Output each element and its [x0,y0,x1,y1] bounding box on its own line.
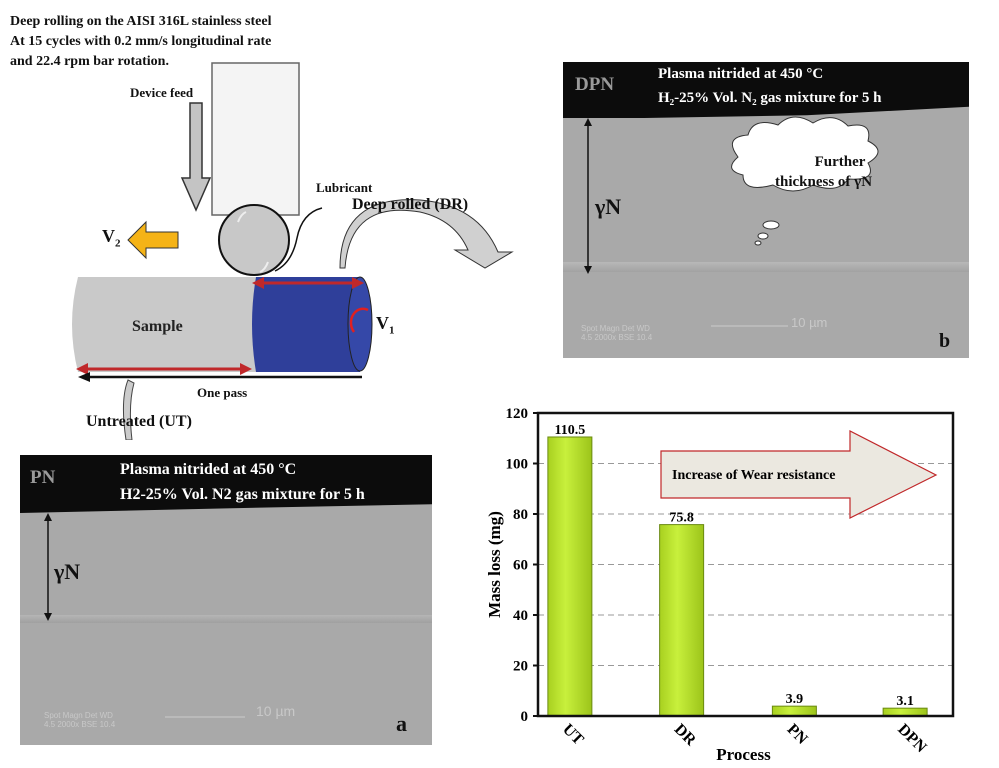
gamma-label: γN [54,559,81,584]
untreated-label: Untreated (UT) [86,413,192,430]
v2-label: V2 [102,226,121,250]
wear-resistance-arrow [660,430,938,519]
v1-rotation-arrow [349,307,369,333]
sample-label: Sample [132,318,183,335]
bar-pn [771,705,817,717]
process-line-1: Plasma nitrided at 450 °C [120,461,297,478]
bar-dr [659,524,705,717]
wear-resistance-label: Increase of Wear resistance [672,468,835,483]
layer-boundary [563,262,969,272]
untreated-arrow [122,379,135,440]
scale-label: 10 µm [791,315,828,330]
process-line-2: H₂-25% Vol. N₂ gas mixture for 5 h [658,90,882,106]
process-description: Deep rolling on the AISI 316L stainless … [10,12,272,72]
sample-rolled-section [252,277,366,372]
process-line-2: H2-25% Vol. N2 gas mixture for 5 h [120,486,365,503]
y-tick-label: 0 [521,709,529,725]
scale-label: 10 µm [256,703,296,719]
device-feed-label: Device feed [130,85,194,100]
y-axis-label: Mass loss (mg) [485,511,504,618]
layer-boundary [20,615,432,623]
x-tick-label: DPN [894,721,930,757]
roller [218,204,290,276]
x-axis-label: Process [716,745,771,764]
plot-frame [536,411,955,718]
y-tick-label: 20 [513,659,528,675]
bar-ut [547,436,593,717]
y-tick-label: 40 [513,608,528,624]
deep-rolling-schematic [72,62,514,440]
nitrided-layer-top [20,455,432,513]
panel-label: a [396,711,407,736]
description-line: At 15 cycles with 0.2 mm/s longitudinal … [10,34,272,49]
x-tick-label: DR [671,721,700,750]
y-tick-label: 60 [513,558,528,574]
v1-label: V1 [376,313,395,337]
description-line: Deep rolling on the AISI 316L stainless … [10,14,272,29]
nitrided-layer-top [563,62,969,118]
y-tick-label: 100 [506,457,529,473]
data-label: 3.1 [896,694,914,709]
device-feed-arrow [180,102,212,212]
cloud-line-2: thickness of γN [775,174,873,190]
gamma-label: γN [595,194,622,219]
panel-label: b [939,330,951,352]
process-line-1: Plasma nitrided at 450 °C [658,66,824,82]
y-tick-label: 120 [506,406,529,422]
sample-label: PN [30,467,56,488]
v2-arrow [127,220,179,260]
one-pass-label: One pass [197,385,248,400]
tool-holder [211,62,300,216]
description-line: and 22.4 rpm bar rotation. [10,54,169,69]
data-label: 110.5 [555,423,586,438]
deep-rolled-label: Deep rolled (DR) [352,196,469,213]
cloud-line-1: Further [814,154,866,170]
micrograph-pn: PN Plasma nitrided at 450 °C H2-25% Vol.… [20,455,432,745]
sample-untreated-section [72,277,258,372]
sample-label: DPN [575,74,615,95]
lubricant-pointer [274,207,323,272]
x-tick-label: PN [784,721,811,748]
data-label: 75.8 [669,511,694,526]
rotation-arrow-icon [237,211,247,223]
rotation-arrow-icon [259,261,269,273]
sample-end-face [347,276,373,372]
micrograph-dpn: DPN Plasma nitrided at 450 °C H₂-25% Vol… [563,62,969,358]
x-tick-label: UT [559,721,587,749]
y-tick-label: 80 [513,507,528,523]
deep-rolled-arrow [339,199,514,269]
data-label: 3.9 [786,692,804,707]
lubricant-label: Lubricant [316,180,373,195]
thought-cloud [731,116,879,192]
